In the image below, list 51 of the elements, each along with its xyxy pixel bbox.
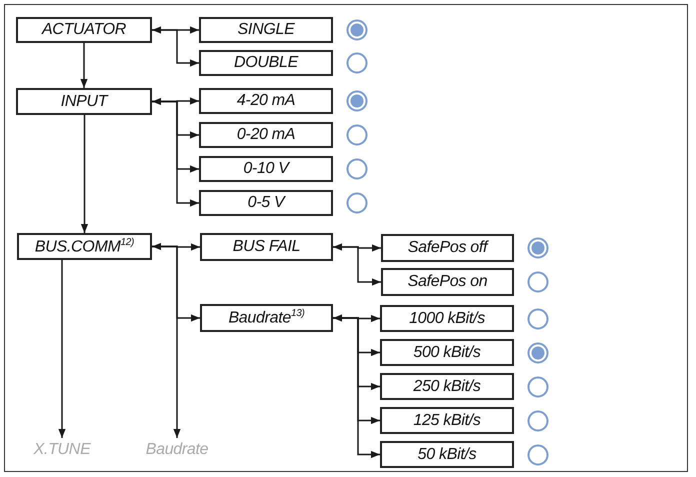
menu-item-text: 0-5 V [248, 194, 284, 212]
menu-item-box [380, 339, 514, 366]
menu-item-box [380, 373, 514, 400]
menu-item-text: 4-20 mA [236, 92, 296, 110]
menu-item-box [16, 88, 152, 115]
arrow [152, 100, 199, 207]
menu-item-text: Baudrate$^{13)}$ [228, 308, 305, 328]
menu-item-box [199, 122, 333, 148]
menu-item-text: ACTUATOR [42, 21, 126, 39]
menu-item-box [199, 88, 333, 114]
menu-item-text: 0-20 mA [236, 126, 296, 144]
menu-item-box [200, 304, 333, 332]
arrow [333, 243, 381, 252]
arrow [152, 242, 200, 251]
menu-item-text: INPUT [60, 92, 108, 110]
arrow [80, 115, 88, 233]
arrow [152, 26, 199, 34]
menu-item-text: 500 kBit/s [413, 344, 481, 362]
menu-item-box [200, 233, 333, 261]
arrow [333, 317, 380, 458]
arrow [152, 29, 199, 67]
menu-item-text: DOUBLE [234, 54, 298, 72]
menu-item-box [199, 17, 333, 43]
menu-item-text: 1000 kBit/s [409, 310, 485, 328]
menu-item-box [381, 234, 514, 262]
arrow [80, 43, 88, 88]
arrow [58, 260, 66, 438]
menu-item-text: 125 kBit/s [413, 412, 481, 430]
menu-item-box [199, 190, 333, 216]
menu-item-text: 50 kBit/s [418, 446, 476, 464]
menu-item-box [381, 268, 514, 296]
menu-item-text: SINGLE [238, 21, 294, 39]
menu-item-box [380, 441, 514, 468]
menu-item-text: 250 kBit/s [413, 378, 481, 396]
menu-item-text: SafePos on [408, 273, 488, 291]
arrow [152, 246, 181, 438]
arrow [333, 314, 380, 322]
menu-item-text: 0-10 V [243, 160, 289, 178]
menu-item-box [199, 156, 333, 182]
arrow [333, 246, 381, 286]
menu-item-label: X.TUNE [22, 438, 102, 462]
menu-item-label: Baudrate [137, 438, 217, 462]
menu-item-box [380, 407, 514, 434]
menu-item-text: BUS.COMM$^{12)}$ [34, 236, 134, 256]
menu-item-text: BUS FAIL [232, 238, 300, 256]
menu-item-box [17, 233, 152, 260]
menu-item-text: SafePos off [408, 239, 488, 257]
menu-item-box [16, 17, 152, 43]
menu-item-box [380, 305, 514, 332]
arrow [152, 97, 199, 106]
menu-item-box [199, 50, 333, 76]
